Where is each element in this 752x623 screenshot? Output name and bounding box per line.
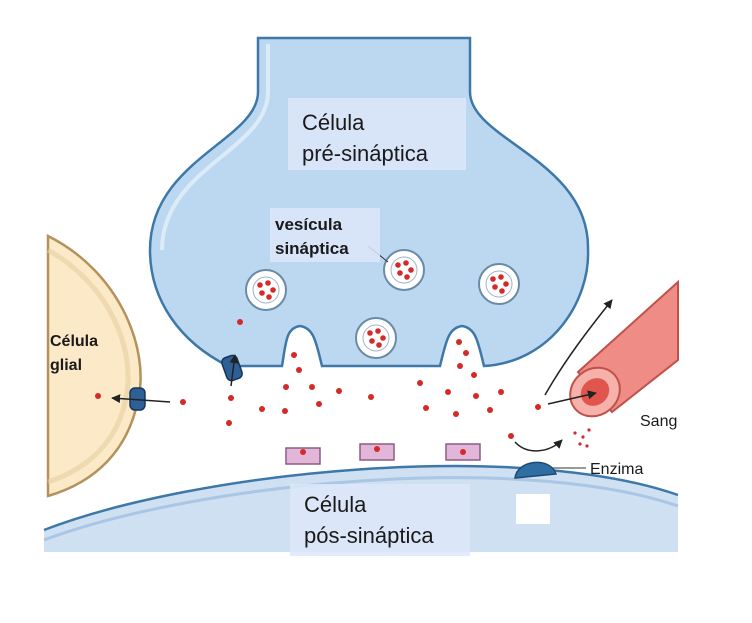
arrow-icon [514,439,563,452]
blood-vessel [569,279,679,418]
presynaptic-label-line2: pré-sináptica [302,141,429,166]
receptor-icon [359,443,395,461]
receptor-icon [285,447,321,465]
vesicle [245,269,287,311]
vesicle-label-line1: vesícula [275,215,343,234]
vesicle-label-line2: sináptica [275,239,349,258]
vesicle [478,263,520,305]
presynaptic-terminal [148,36,590,368]
arrow-icon [111,394,171,404]
postsynaptic-label-line2: pós-sináptica [304,523,434,548]
presynaptic-label-highlight [288,98,466,170]
postsynaptic-label-line1: Célula [304,492,367,517]
vesicle [383,249,425,291]
enzyme-label: Enzima [590,461,643,478]
vesicle-label-highlight [270,208,380,262]
receptor-icon [445,443,481,461]
enzyme-icon [514,461,558,479]
arrow-icon [544,299,613,396]
arrow-icon [547,390,597,405]
right-crop-mask [680,0,752,623]
arrow-icon [229,354,239,387]
glial-label-line2: glial [50,357,82,374]
glial-label-line1: Célula [50,333,98,350]
postsynaptic-label-highlight [290,484,470,556]
neurotransmitters [95,319,591,448]
white-patch [516,494,550,524]
vesicle [355,317,397,359]
blood-label: Sang [640,413,677,430]
presynaptic-label-line1: Célula [302,110,365,135]
